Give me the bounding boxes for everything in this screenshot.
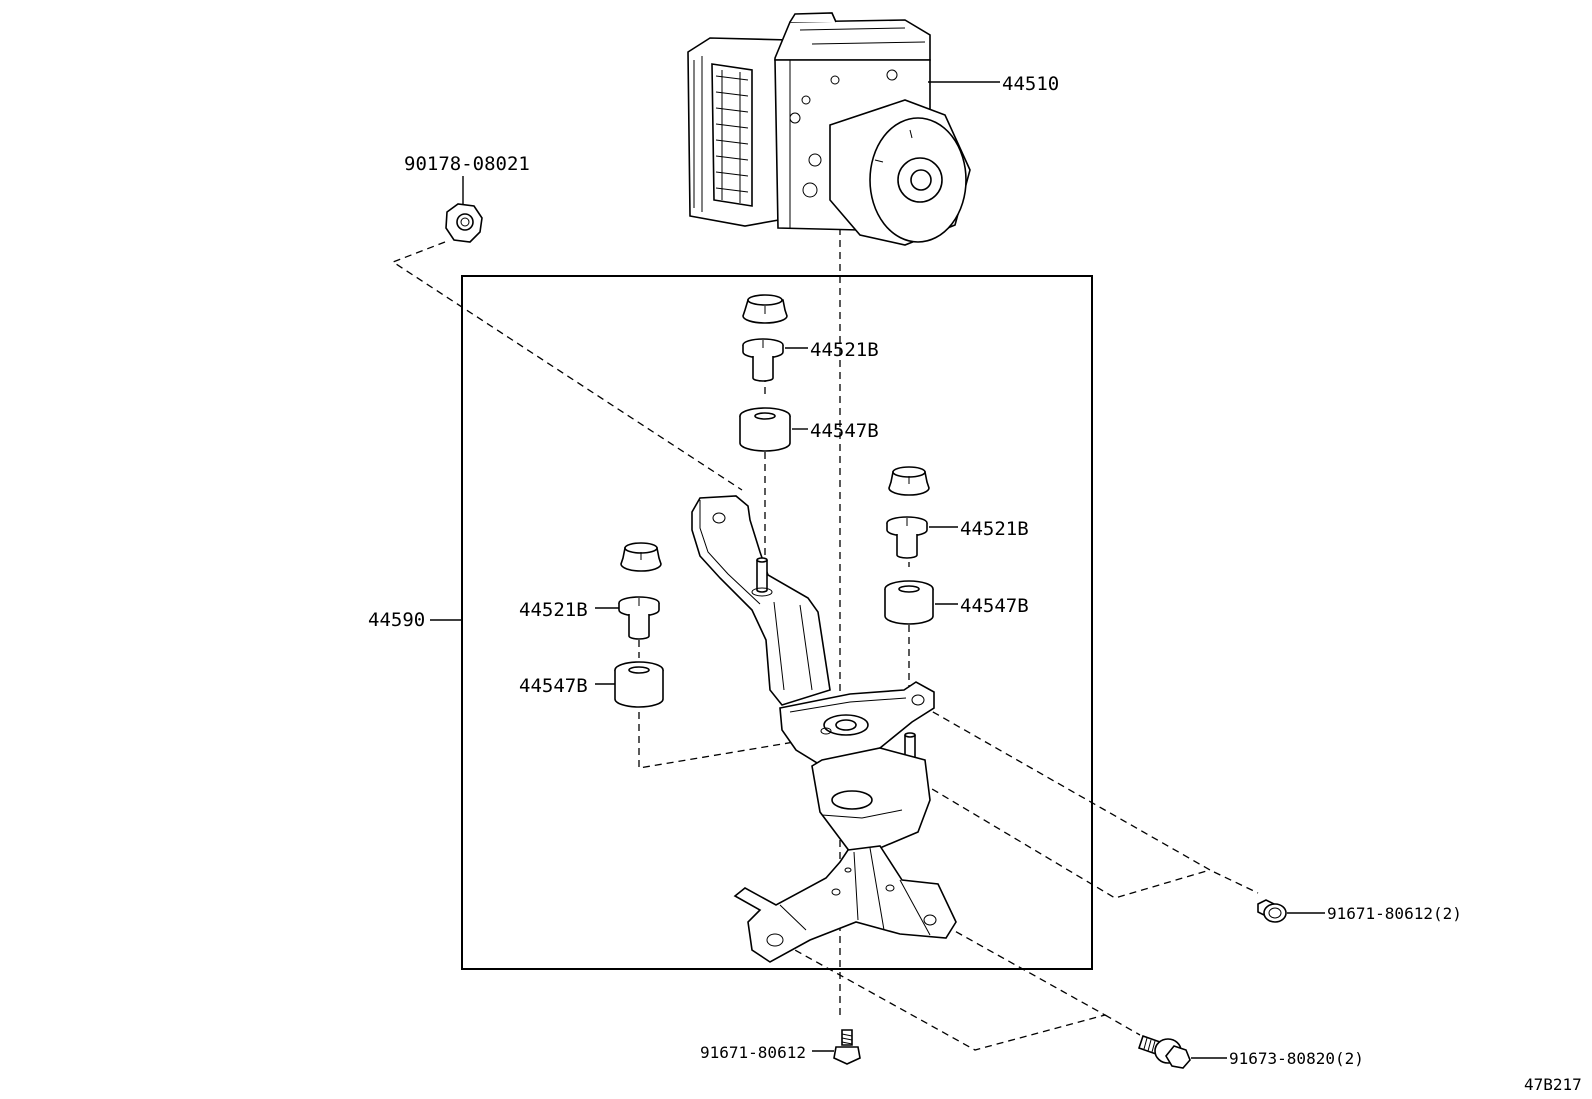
label-cushion-right: 44547B [960, 595, 1029, 617]
bracket-assembly-frame [461, 275, 1093, 970]
upper-stack-illustration [739, 294, 791, 452]
assembly-dashed-lines [391, 228, 1259, 1051]
flange-bolt-illustration [1137, 1034, 1191, 1069]
label-collar-left: 44521B [519, 599, 588, 621]
right-stack-illustration [884, 466, 934, 625]
abs-actuator-illustration [687, 12, 971, 246]
bottom-bolt-illustration [833, 1029, 861, 1065]
label-bolt-flange: 91673-80820(2) [1229, 1049, 1364, 1068]
label-abs-actuator: 44510 [1002, 73, 1059, 95]
nut-illustration [445, 176, 483, 243]
label-collar-upper: 44521B [810, 339, 879, 361]
label-nut: 90178-08021 [404, 153, 530, 175]
label-cushion-left: 44547B [519, 675, 588, 697]
bracket-illustration [691, 495, 957, 963]
right-bolt-illustration [1257, 899, 1287, 923]
label-bracket-assembly: 44590 [368, 609, 425, 631]
left-stack-illustration [614, 542, 664, 708]
label-bolt-right: 91671-80612(2) [1327, 904, 1462, 923]
label-cushion-upper: 44547B [810, 420, 879, 442]
label-collar-right: 44521B [960, 518, 1029, 540]
illustration-id: 47B217 [1524, 1075, 1582, 1094]
label-bolt-bottom: 91671-80612 [700, 1043, 806, 1062]
